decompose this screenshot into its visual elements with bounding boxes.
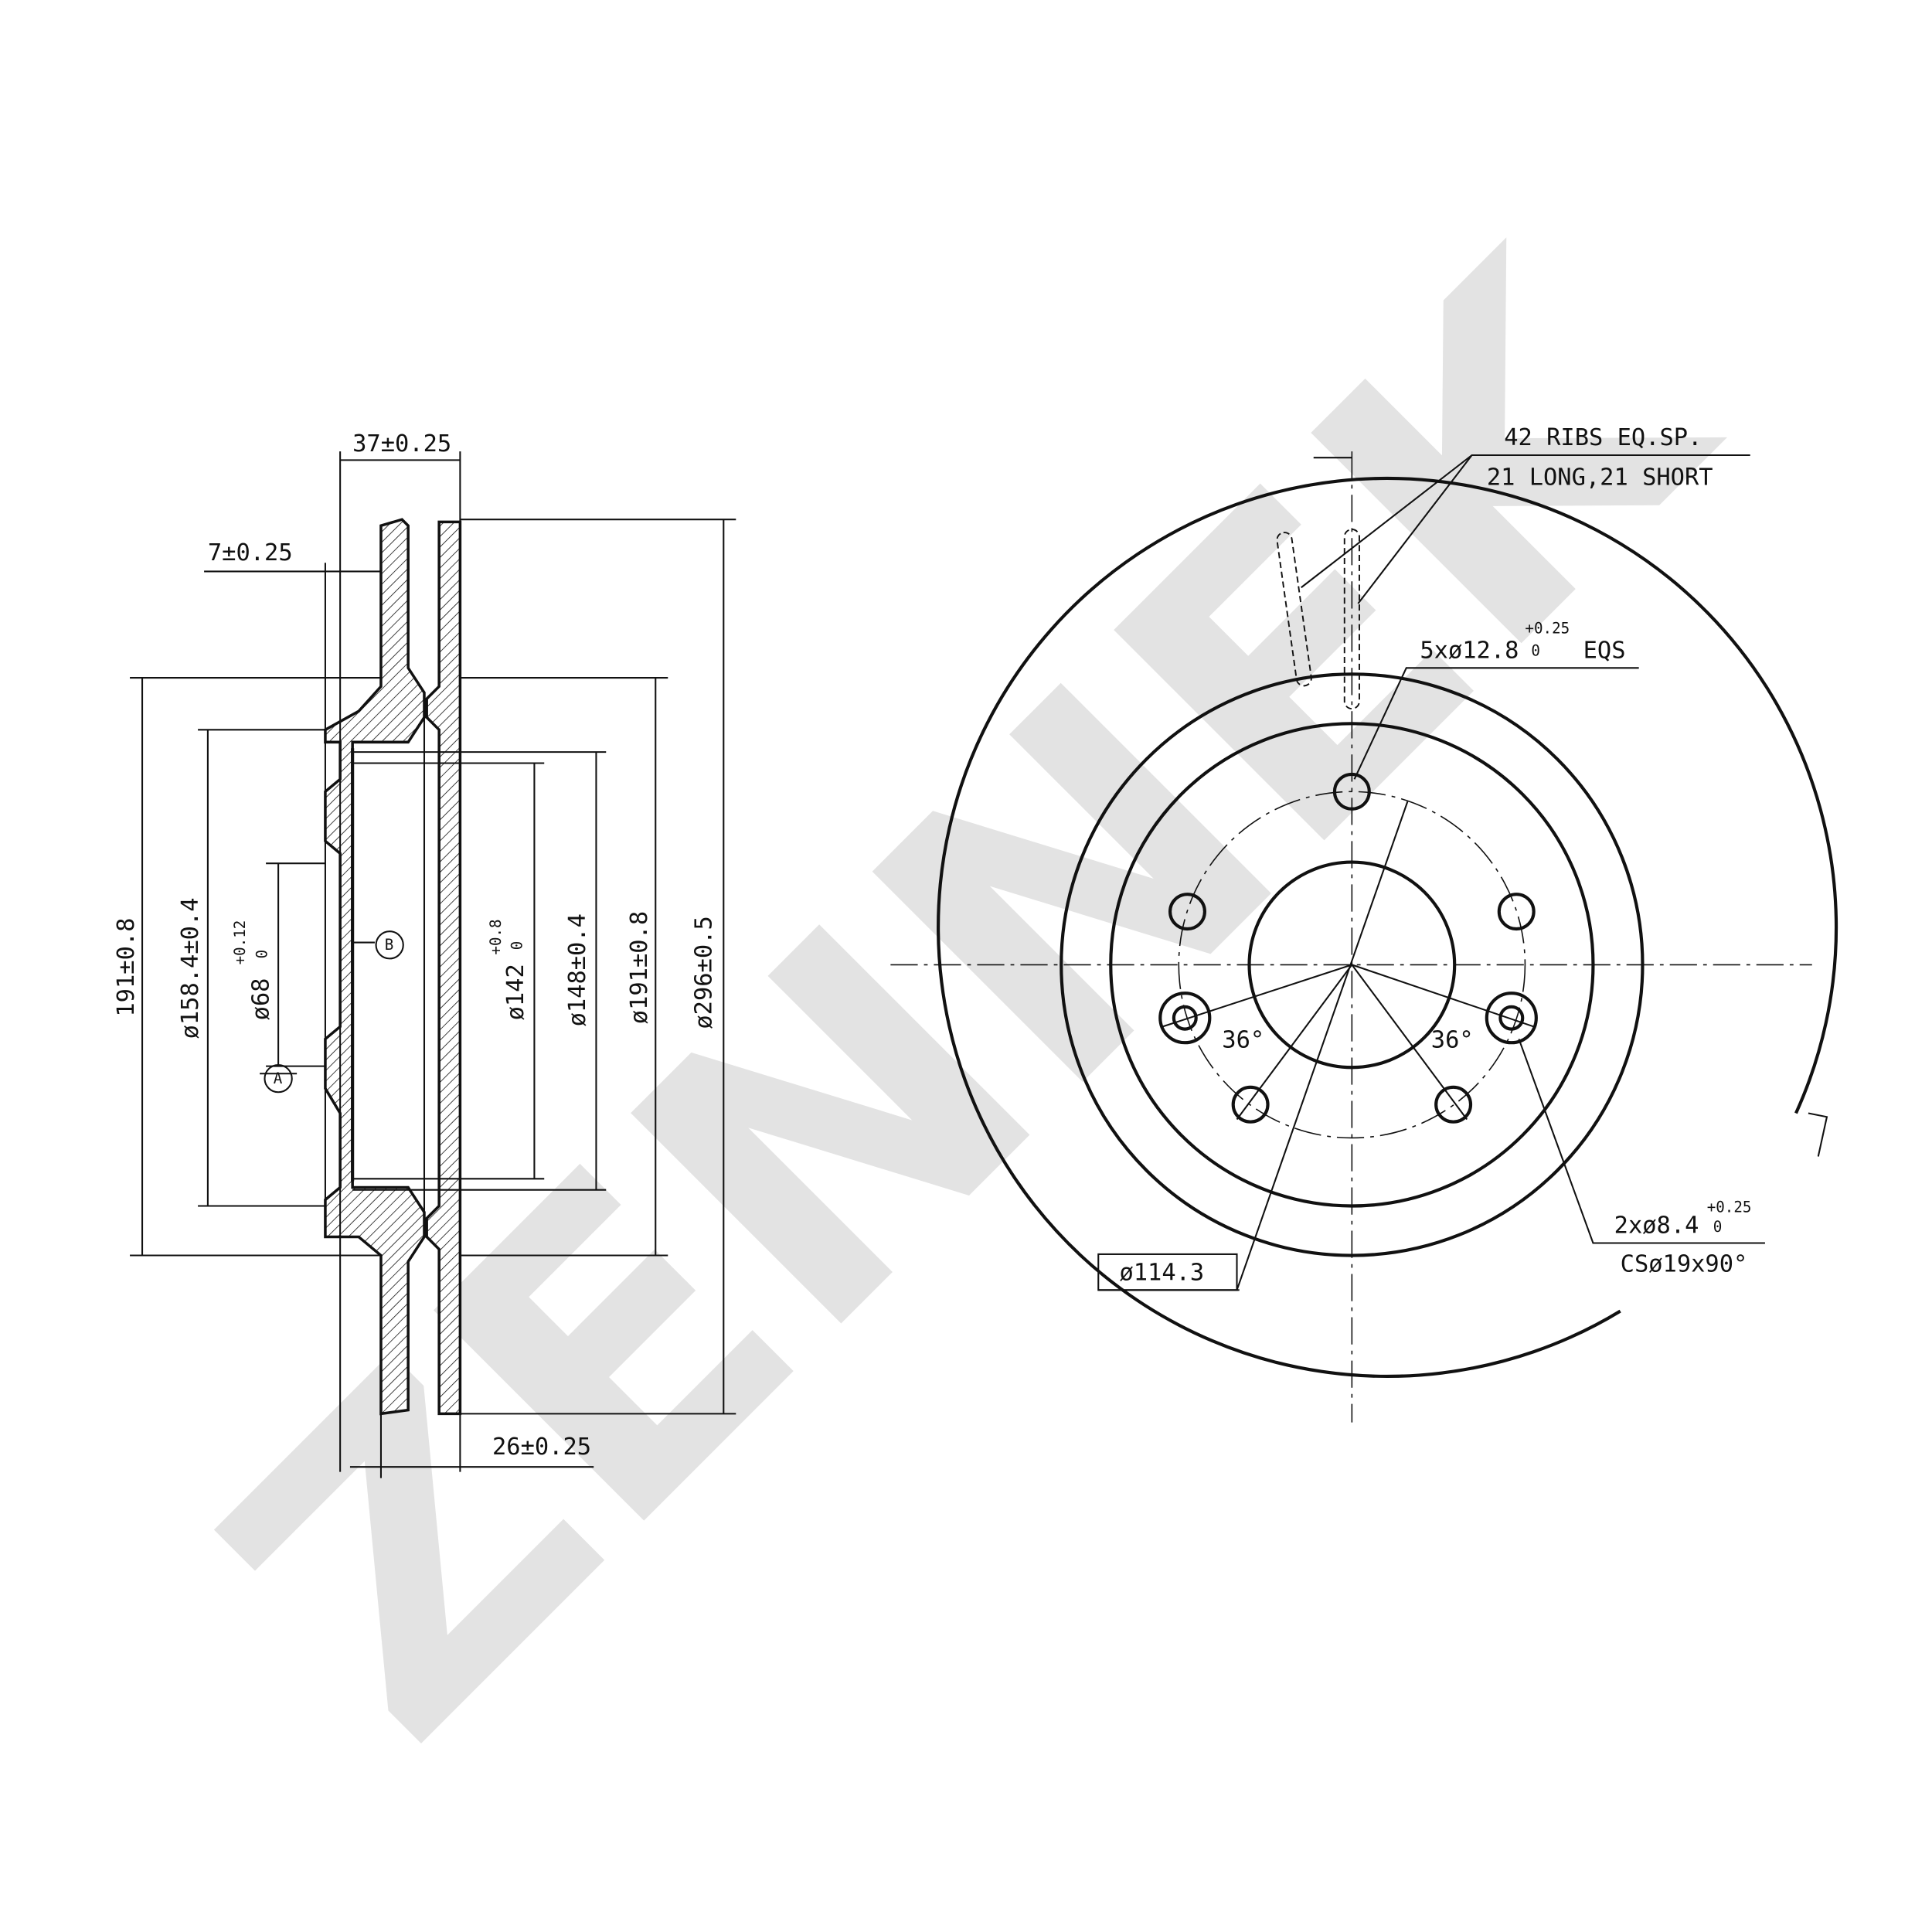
watermark-logo: ZENNEK: [141, 168, 1798, 1825]
dim-158: ø158.4±0.4: [177, 897, 204, 1039]
dim-191-dia: ø191±0.8: [626, 911, 653, 1024]
dim-296: ø296±0.5: [690, 916, 717, 1029]
datum-b-marker: [375, 930, 404, 960]
angle-right: 36°: [1431, 1027, 1474, 1054]
bolt-holes: [1168, 772, 1536, 1124]
disc-outer-edge: [937, 476, 1838, 1379]
pcd-box: [1097, 1253, 1238, 1291]
bolt-hole: [1332, 772, 1371, 811]
side-section-view: 37±0.25 7±0.25 26±0.25 191±0.8 ø158.4±0.…: [113, 430, 736, 1478]
countersink: [1158, 992, 1212, 1045]
bolt-holes-upper-tol: +0.25: [1525, 619, 1570, 637]
dim-total-width: 37±0.25: [352, 430, 451, 457]
countersink: [1485, 992, 1538, 1045]
dim-26: 26±0.25: [492, 1434, 591, 1461]
angle-left: 36°: [1222, 1027, 1264, 1054]
dim-68-upper: +0.12: [231, 920, 249, 965]
datum-a: A: [274, 1070, 283, 1087]
dim-142-upper: +0.8: [487, 919, 505, 954]
countersink-label: CSø19x90°: [1621, 1250, 1748, 1277]
rib-short: [1276, 532, 1312, 687]
datum-a-marker: [264, 1064, 293, 1094]
bolt-hole: [1497, 893, 1536, 931]
bolt-holes-lower-tol: 0: [1531, 641, 1540, 659]
dim-148: ø148±0.4: [564, 913, 591, 1026]
ribs-label-line2: 21 LONG,21 SHORT: [1487, 464, 1713, 491]
front-view: 42 RIBS EQ.SP. 21 LONG,21 SHORT 5xø12.8 …: [890, 424, 1838, 1423]
dim-68-lower: 0: [253, 950, 271, 959]
bolt-hole: [1231, 1085, 1270, 1124]
dim-191: 191±0.8: [113, 918, 140, 1017]
small-hole: [1498, 1005, 1525, 1031]
bolt-holes-label: 5xø12.8: [1420, 637, 1519, 664]
small-holes-lower-tol: 0: [1713, 1218, 1723, 1236]
bolt-hole: [1434, 1085, 1473, 1124]
rib-long: [1343, 529, 1360, 710]
small-holes-label: 2xø8.4: [1614, 1213, 1699, 1240]
dim-142: ø142: [502, 964, 529, 1020]
small-hole: [1172, 1005, 1198, 1031]
pcd-label: ø114.3: [1119, 1260, 1204, 1287]
bolt-holes-eqs: EQS: [1583, 637, 1626, 664]
dim-hat-thickness: 7±0.25: [208, 539, 293, 566]
small-holes-upper-tol: +0.25: [1707, 1199, 1752, 1216]
dim-68: ø68: [247, 978, 274, 1021]
ribs-label-line1: 42 RIBS EQ.SP.: [1504, 424, 1702, 451]
datum-b: B: [385, 936, 394, 954]
dim-142-lower: 0: [508, 941, 526, 951]
bolt-hole: [1168, 893, 1206, 931]
